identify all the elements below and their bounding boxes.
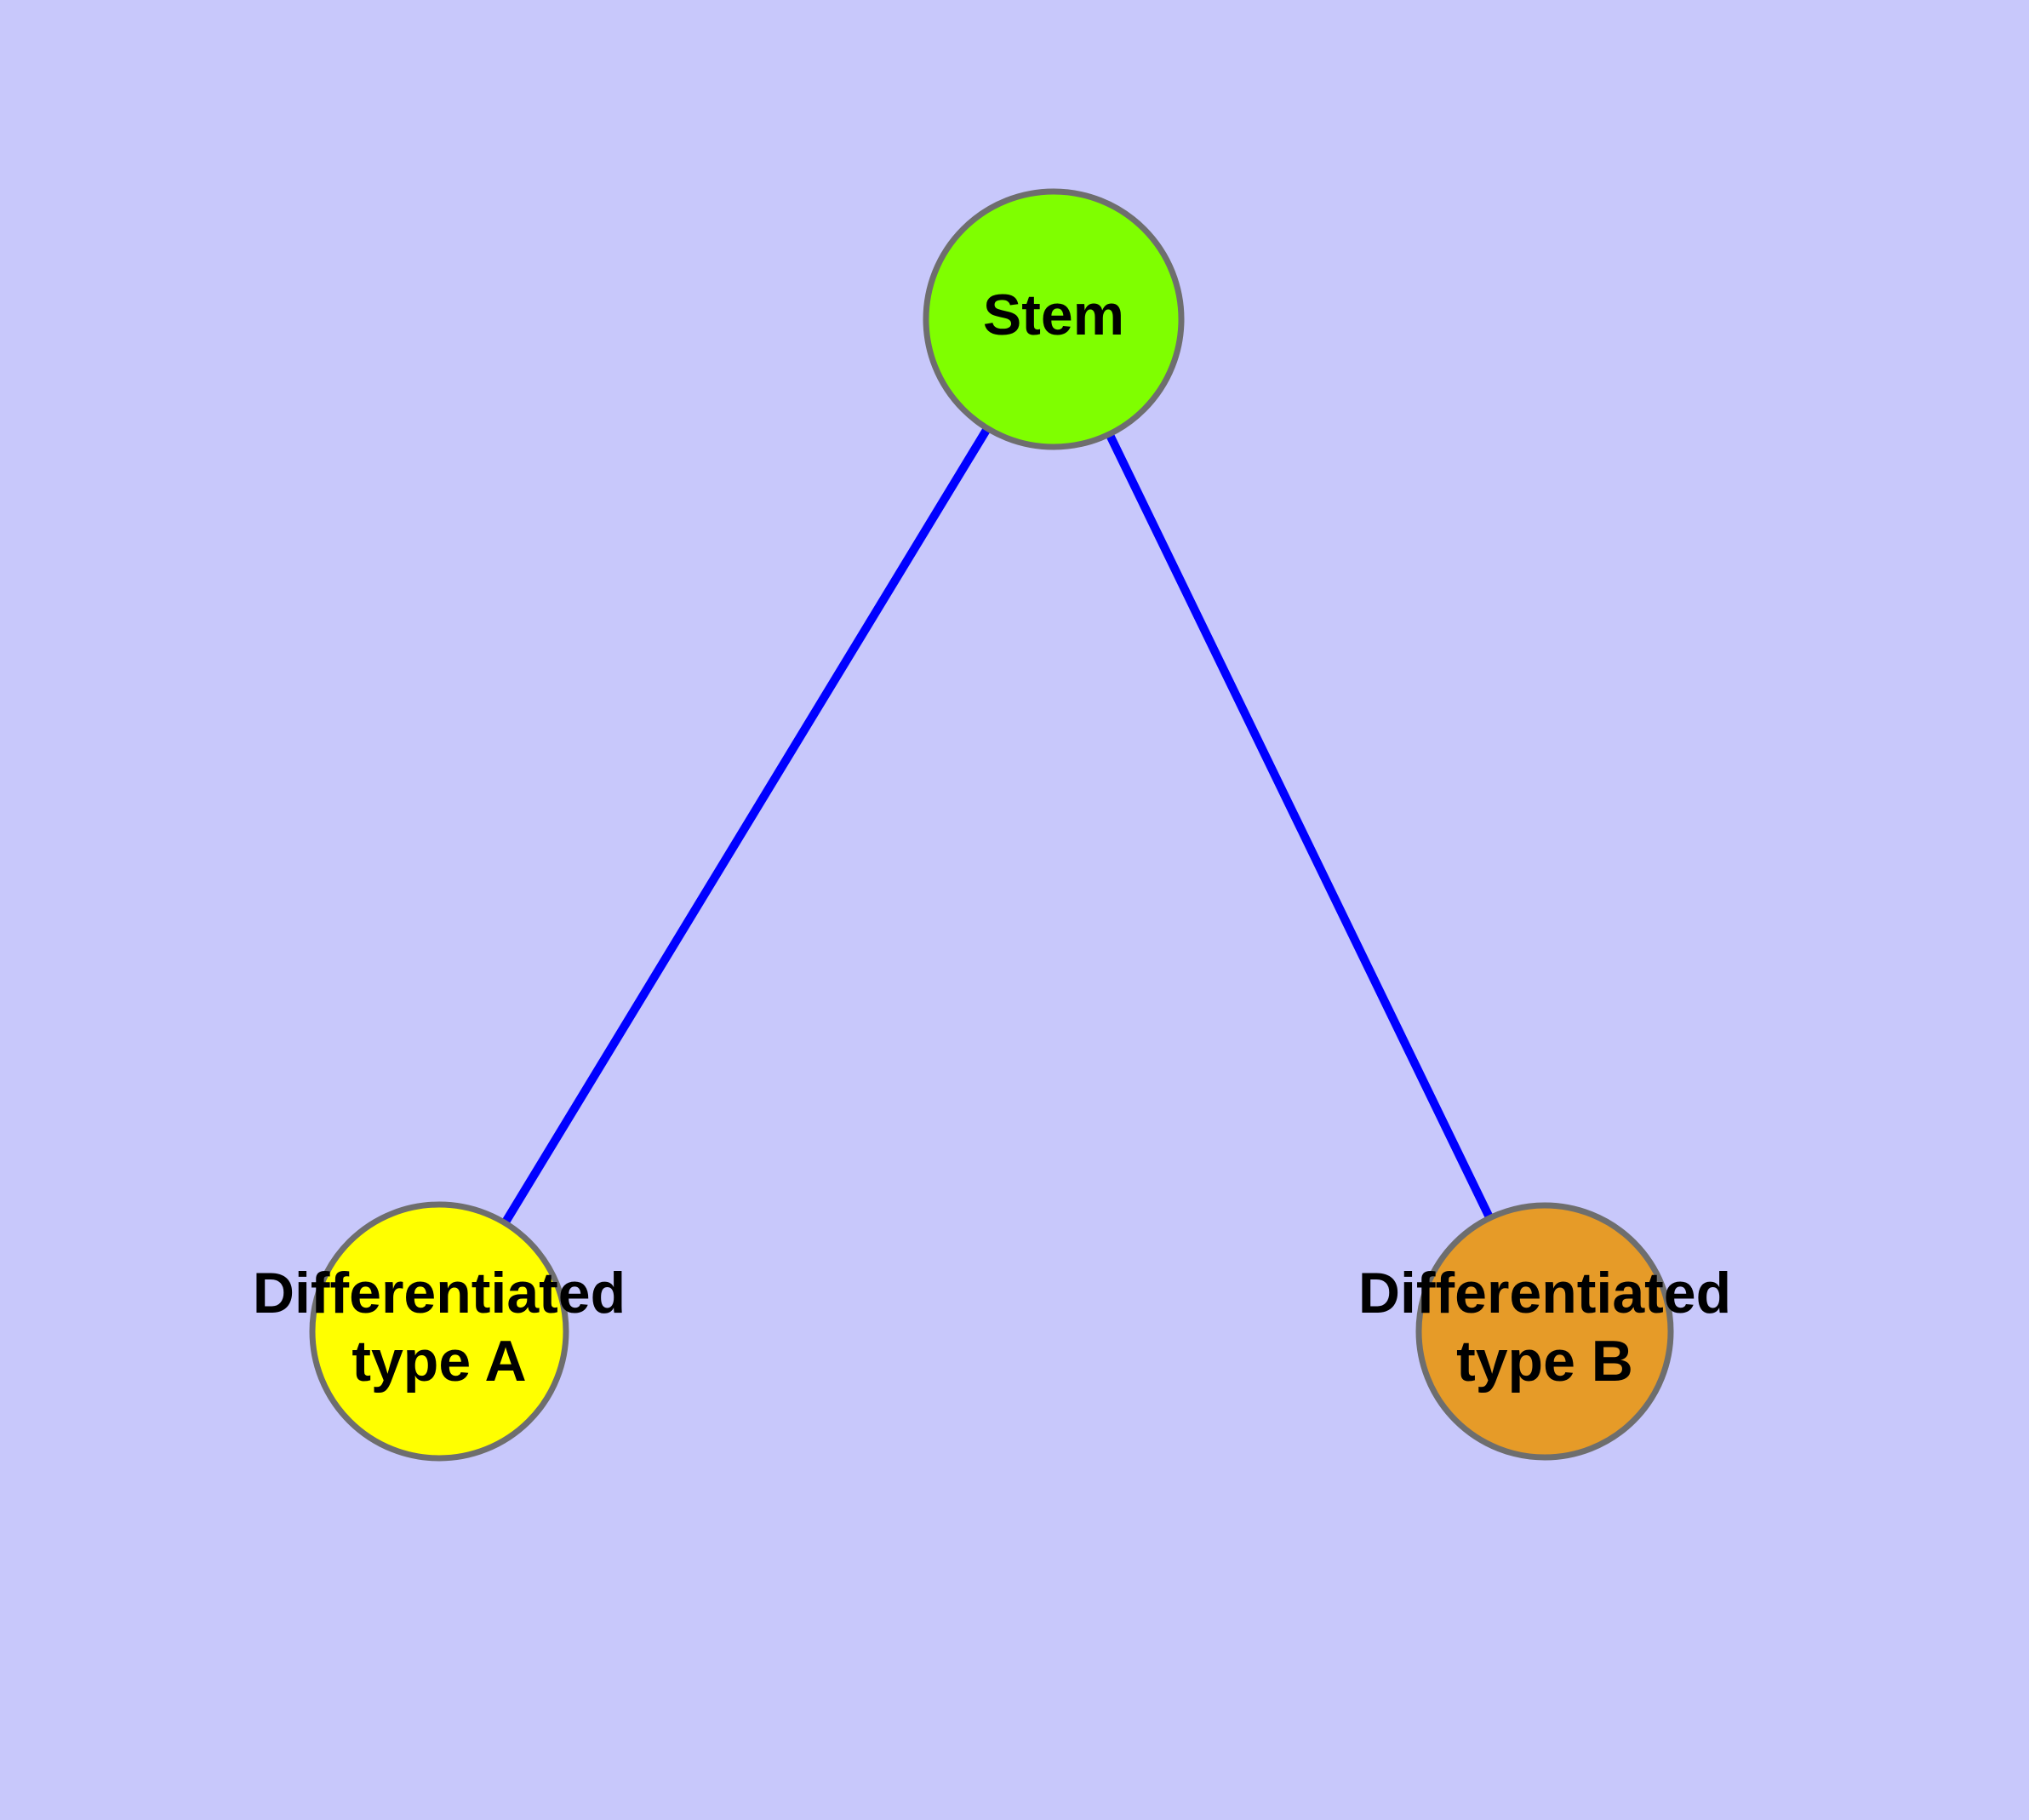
edge-stem-to-differentiated-type-b[interactable] — [1049, 317, 1549, 1334]
label-line: Stem — [983, 283, 1124, 347]
label-line: Differentiated — [253, 1261, 626, 1325]
edge-stem-to-differentiated-type-a[interactable] — [435, 317, 1058, 1334]
label-line: Differentiated — [1358, 1261, 1731, 1325]
node-stem[interactable] — [923, 188, 1185, 450]
node-stem-circle[interactable] — [923, 188, 1185, 450]
node-differentiated-type-a[interactable] — [309, 1201, 569, 1462]
node-stem-label: Stem — [983, 283, 1124, 347]
node-differentiated-type-b-circle[interactable] — [1415, 1202, 1674, 1461]
label-line: type A — [352, 1329, 526, 1394]
edges-group — [435, 317, 1549, 1334]
node-differentiated-type-b[interactable] — [1415, 1202, 1674, 1461]
label-line: type B — [1456, 1329, 1633, 1394]
nodes-group — [309, 188, 1674, 1462]
node-differentiated-type-a-circle[interactable] — [309, 1201, 569, 1462]
